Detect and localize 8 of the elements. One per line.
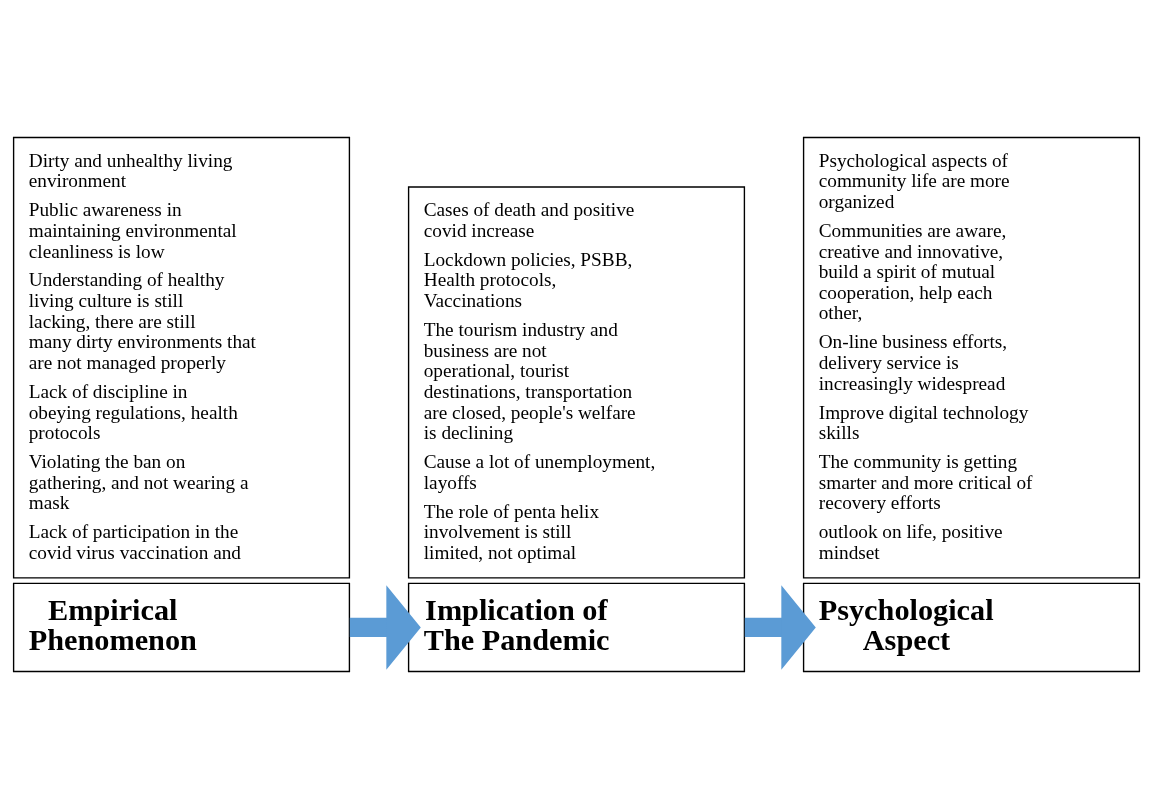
node-box: Empirical Phenomenon — [12, 582, 351, 672]
node-box: Cases of death and positive covid increase Lockdown policies, PSBB, Health protocols, Vaccinations The tourism industry and business are not operational, tourist destinations, transportation are closed, people's welfare is declining Cause a lot of unemployment, layoffs The role of penta helix involvement is still limited, not optimal — [407, 185, 746, 579]
node-box: Psychological Aspect — [802, 582, 1141, 672]
node-box: Implication of The Pandemic — [407, 582, 746, 672]
node-box: Dirty and unhealthy living environment Public awareness in maintaining environmental cleanliness is low Understanding of healthy living culture is still lacking, there are still many dirty environments that are not managed properly Lack of discipline in obeying regulations, health protocols Violating the ban on gathering, and not wearing a mask Lack of participation in the covid virus vaccination and — [12, 136, 351, 579]
node-box: Psychological aspects of community life are more organized Communities are aware, creative and innovative, build a spirit of mutual cooperation, help each other, On-line business efforts, delivery service is increasingly widespread Improve digital technology skills The community is getting smarter and more critical of recovery efforts outlook on life, positive mindset — [802, 136, 1141, 579]
arrow — [349, 584, 421, 670]
arrow — [744, 584, 816, 670]
